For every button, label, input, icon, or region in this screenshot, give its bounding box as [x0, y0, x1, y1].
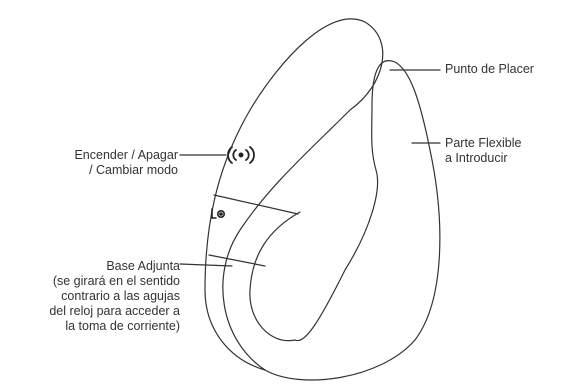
label-encender-apagar: Encender / Apagar / Cambiar modo	[74, 148, 178, 177]
device-outer-outline	[222, 21, 441, 381]
flexible-arm-outline	[249, 211, 301, 342]
label-punto-de-placer: Punto de Placer	[445, 62, 534, 76]
pleasure-point-lobe	[204, 18, 366, 371]
wireless-signal-icon	[227, 146, 255, 164]
band-line-bottom	[208, 254, 266, 267]
power-port-icon	[211, 208, 226, 219]
label-base-adjunta: Base Adjunta (se girará en el sentido co…	[49, 259, 180, 333]
band-line-top	[213, 194, 299, 215]
leader-base	[179, 263, 233, 267]
label-parte-flexible: Parte Flexible a Introducir	[445, 136, 522, 165]
